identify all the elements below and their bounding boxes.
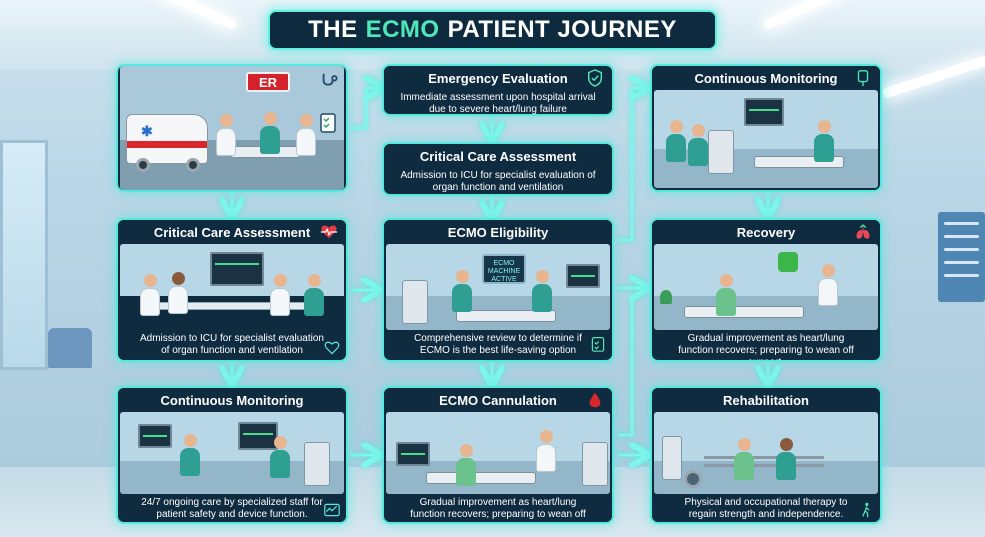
card-title: ECMO Cannulation bbox=[439, 392, 557, 408]
card-title: Rehabilitation bbox=[723, 392, 809, 408]
title-accent: ECMO bbox=[365, 16, 440, 43]
card-critical-care-mid: Critical Care Assessment Admission to IC… bbox=[382, 142, 614, 196]
ambulance: ✱ bbox=[126, 114, 208, 164]
clipboard-check-icon bbox=[591, 337, 605, 352]
background-window bbox=[0, 140, 48, 370]
card-description: Admission to ICU for specialist evaluati… bbox=[140, 333, 324, 356]
critical-care-scene bbox=[120, 244, 344, 330]
card-title: Emergency Evaluation bbox=[428, 70, 568, 86]
card-continuous-monitoring-left: Continuous Monitoring 24/7 ongoing care … bbox=[116, 386, 348, 524]
card-title: Recovery bbox=[736, 224, 796, 240]
card-emergency-evaluation: Emergency Evaluation Immediate assessmen… bbox=[382, 64, 614, 116]
ecmo-machine-screen: ECMO MACHINE ACTIVE bbox=[482, 254, 526, 284]
monitoring-staff-scene bbox=[120, 412, 344, 494]
title-suffix: PATIENT JOURNEY bbox=[447, 16, 677, 43]
background-wall-sign bbox=[938, 212, 985, 302]
card-recovery: Recovery Gradual improvement as heart/lu… bbox=[650, 218, 882, 362]
rehabilitation-scene bbox=[654, 412, 878, 494]
card-continuous-monitoring-right: Continuous Monitoring bbox=[650, 64, 882, 192]
arrow-cannulation-branch bbox=[618, 300, 634, 437]
card-title: ECMO Eligibility bbox=[447, 224, 549, 240]
thumbs-up-icon bbox=[778, 252, 798, 272]
arrow-left-to-mid-top bbox=[350, 88, 378, 130]
recovery-scene bbox=[654, 244, 878, 330]
card-title: Continuous Monitoring bbox=[694, 70, 838, 86]
stethoscope-icon bbox=[322, 73, 338, 86]
walking-person-icon bbox=[862, 502, 870, 518]
heart-pulse-icon bbox=[320, 225, 338, 239]
card-description: Immediate assessment upon hospital arriv… bbox=[400, 92, 596, 115]
card-description: Gradual improvement as heart/lung functi… bbox=[410, 497, 586, 522]
ecmo-eligibility-scene: ECMO MACHINE ACTIVE bbox=[386, 244, 610, 330]
er-sign: ER bbox=[246, 72, 290, 92]
card-title: Critical Care Assessment bbox=[153, 224, 311, 240]
card-ecmo-cannulation: ECMO Cannulation Gradual improvement as … bbox=[382, 386, 614, 524]
icu-monitoring-scene bbox=[654, 90, 878, 188]
arrow-mid-to-right-top bbox=[618, 88, 644, 242]
blood-drop-icon bbox=[589, 392, 601, 408]
page-title: THE ECMO PATIENT JOURNEY bbox=[268, 10, 717, 50]
er-arrival-scene: ER ✱ bbox=[120, 66, 344, 190]
ecmo-cannulation-scene bbox=[386, 412, 610, 494]
background-chair bbox=[48, 328, 92, 368]
card-title: Critical Care Assessment bbox=[419, 148, 577, 164]
card-er-arrival: ER ✱ bbox=[116, 64, 348, 192]
card-critical-care-left: Critical Care Assessment Admission to IC… bbox=[116, 218, 348, 362]
card-description: 24/7 ongoing care by specialized staff f… bbox=[141, 497, 323, 520]
card-rehabilitation: Rehabilitation Physical and occupational… bbox=[650, 386, 882, 524]
card-description: Comprehensive review to determine if ECM… bbox=[414, 333, 582, 356]
card-ecmo-eligibility: ECMO Eligibility ECMO MACHINE ACTIVE Com… bbox=[382, 218, 614, 362]
heart-outline-icon bbox=[324, 341, 340, 355]
card-description: Physical and occupational therapy to reg… bbox=[684, 497, 848, 520]
vital-chart-icon bbox=[324, 503, 340, 517]
card-title: Continuous Monitoring bbox=[160, 392, 304, 408]
lungs-icon bbox=[856, 224, 870, 239]
checklist-icon bbox=[320, 113, 336, 133]
iv-bag-icon bbox=[857, 70, 869, 87]
card-description: Gradual improvement as heart/lung functi… bbox=[678, 333, 854, 360]
shield-check-icon bbox=[587, 69, 603, 87]
title-prefix: THE bbox=[308, 16, 358, 43]
card-description: Admission to ICU for specialist evaluati… bbox=[400, 170, 596, 193]
